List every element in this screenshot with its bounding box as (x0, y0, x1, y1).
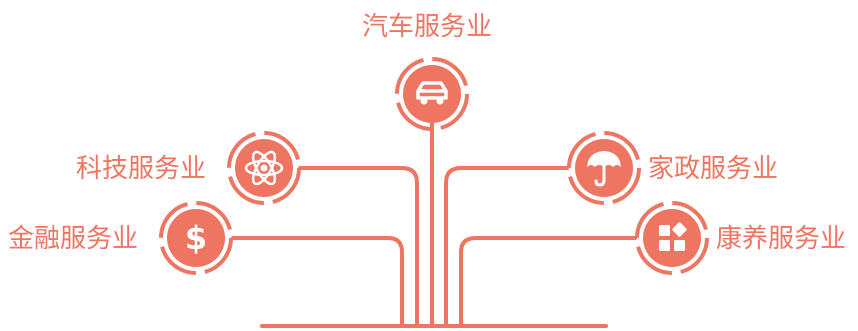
umbrella-icon (567, 131, 641, 205)
label-housekeeping-service: 家政服务业 (648, 154, 779, 184)
atom-icon (227, 131, 301, 205)
branch-left-lower (231, 236, 404, 328)
label-tech-service: 科技服务业 (76, 154, 207, 184)
grid-icon (635, 201, 709, 275)
svg-text:$: $ (185, 219, 207, 257)
label-auto-service: 汽车服务业 (362, 12, 493, 42)
node-auto-service (394, 56, 470, 132)
dollar-icon: $ (159, 201, 233, 275)
branch-right-upper (444, 166, 569, 328)
car-icon (395, 57, 469, 131)
node-elderly-care-service (634, 200, 710, 276)
branch-right-lower (459, 236, 637, 328)
node-tech-service (226, 130, 302, 206)
label-elderly-care-service: 康养服务业 (716, 224, 847, 254)
label-finance-service: 金融服务业 (8, 224, 139, 254)
node-finance-service: $ (158, 200, 234, 276)
node-housekeeping-service (566, 130, 642, 206)
branch-left-upper (298, 166, 419, 328)
